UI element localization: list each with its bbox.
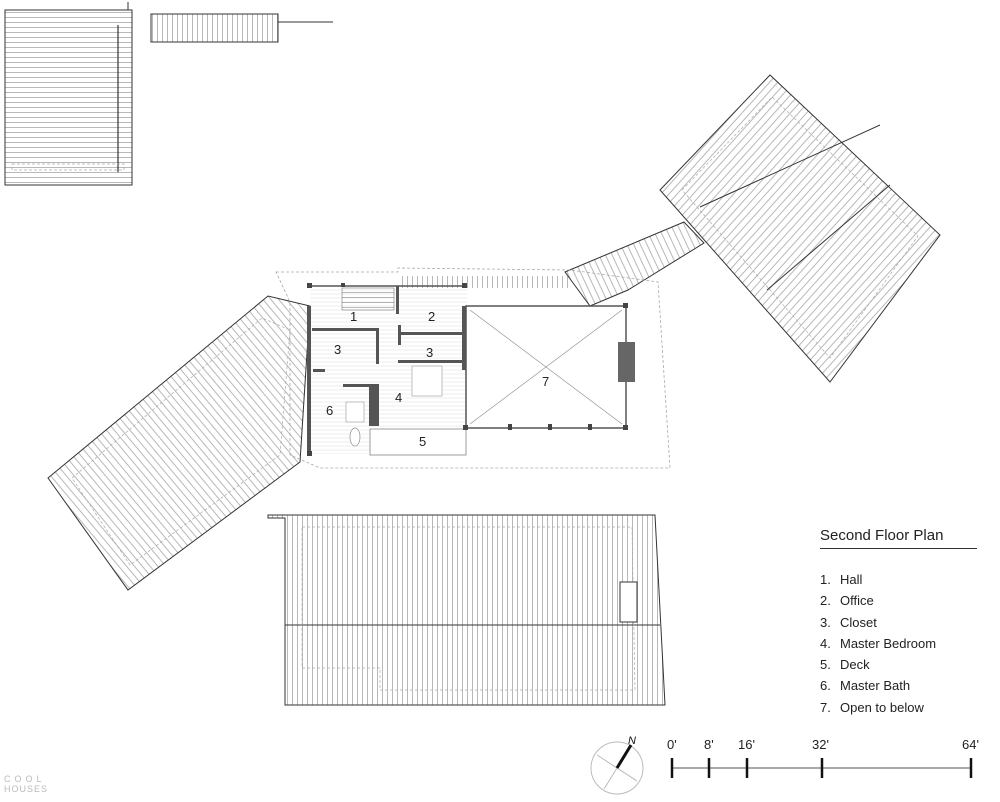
room-tag-closet-1: 3 — [334, 342, 341, 357]
room-tag-hall: 1 — [350, 309, 357, 324]
legend-item: 1. Hall — [820, 569, 977, 590]
second-floor-layout — [307, 276, 635, 456]
legend-item: 4. Master Bedroom — [820, 633, 977, 654]
legend-name: Deck — [840, 657, 870, 673]
watermark-logo: COOL HOUSES — [4, 774, 48, 794]
legend-item: 7. Open to below — [820, 697, 977, 718]
north-arrow-icon: N — [590, 735, 644, 795]
roof-connector — [564, 221, 705, 307]
legend-item: 3. Closet — [820, 612, 977, 633]
compass-north-label: N — [628, 735, 636, 747]
legend-num: 1. — [820, 572, 831, 587]
legend-name: Closet — [840, 614, 877, 630]
room-tag-master-bedroom: 4 — [395, 390, 402, 405]
legend-item: 5. Deck — [820, 654, 977, 675]
room-tag-open-to-below: 7 — [542, 374, 549, 389]
scale-label-64: 64' — [962, 737, 979, 752]
legend-name: Office — [840, 593, 874, 609]
watermark-line2: HOUSES — [4, 784, 49, 794]
scale-label-32: 32' — [812, 737, 829, 752]
room-tag-master-bath: 6 — [326, 403, 333, 418]
room-tag-office: 2 — [428, 309, 435, 324]
legend-num: 3. — [820, 614, 831, 630]
legend-item: 6. Master Bath — [820, 675, 977, 696]
roof-bottom — [267, 514, 666, 706]
watermark-line1: COOL — [4, 774, 46, 784]
roof-top-left — [4, 2, 333, 186]
plan-title: Second Floor Plan — [820, 527, 977, 549]
legend-num: 5. — [820, 657, 831, 673]
roof-right — [659, 74, 941, 383]
roof-left — [47, 295, 311, 591]
scale-label-8: 8' — [704, 737, 714, 752]
legend-num: 4. — [820, 635, 831, 651]
legend-num: 2. — [820, 593, 831, 609]
legend-name: Hall — [840, 572, 863, 587]
scale-label-16: 16' — [738, 737, 755, 752]
legend-item: 2. Office — [820, 590, 977, 611]
footprint-outline — [275, 267, 671, 469]
legend-name: Master Bedroom — [840, 635, 937, 651]
legend-num: 6. — [820, 678, 831, 694]
legend-name: Master Bath — [840, 678, 911, 694]
scale-bar — [670, 758, 973, 778]
room-tag-closet-2: 3 — [426, 345, 433, 360]
legend-num: 7. — [820, 699, 831, 715]
legend-name: Open to below — [840, 699, 924, 715]
scale-label-0: 0' — [667, 737, 677, 752]
room-tag-deck: 5 — [419, 434, 426, 449]
room-legend: Second Floor Plan 1. Hall 2. Office 3. Clos… — [820, 527, 977, 718]
